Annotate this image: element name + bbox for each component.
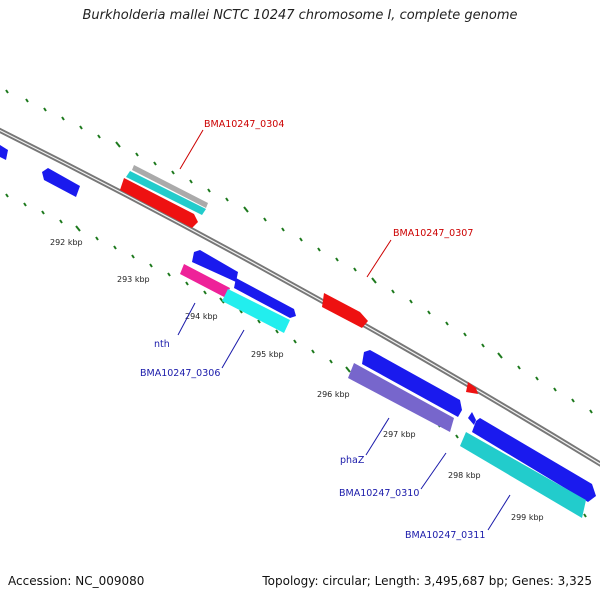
gene-arrow	[192, 250, 238, 282]
gene-arrow	[348, 363, 454, 432]
gene-arrow	[132, 165, 208, 208]
gene-arrow	[234, 278, 296, 318]
gene-labels: BMA10247_0304 BMA10247_0307 nth BMA10247…	[140, 119, 485, 541]
gene-label-bma10247-0311: BMA10247_0311	[405, 530, 485, 541]
gene-arrow	[472, 418, 596, 502]
inner-strand-genes	[180, 250, 596, 518]
accession-text: Accession: NC_009080	[8, 574, 145, 588]
kbp-label: 293 kbp	[117, 275, 150, 284]
kbp-label: 296 kbp	[317, 390, 350, 399]
kbp-label: 294 kbp	[185, 312, 218, 321]
kbp-label: 292 kbp	[50, 238, 83, 247]
gene-arrow	[466, 382, 478, 394]
gene-arrow	[362, 350, 462, 417]
map-title: Burkholderia mallei NCTC 10247 chromosom…	[82, 8, 518, 23]
gene-arrow	[222, 289, 290, 333]
kbp-labels: 292 kbp 293 kbp 294 kbp 295 kbp 296 kbp …	[50, 238, 544, 522]
kbp-label: 295 kbp	[251, 350, 284, 359]
outer-strand-genes	[0, 145, 478, 425]
gene-label-bma10247-0310: BMA10247_0310	[339, 488, 419, 499]
gene-label-bma10247-0307: BMA10247_0307	[393, 228, 473, 239]
outer-tick-ring	[5, 89, 593, 414]
gene-arrow	[42, 168, 80, 197]
gene-label-nth: nth	[154, 339, 170, 350]
gene-arrow	[322, 293, 368, 328]
gene-label-phaz: phaZ	[340, 455, 365, 466]
genome-backbone	[0, 127, 600, 467]
kbp-label: 299 kbp	[511, 513, 544, 522]
gene-arrow	[126, 171, 206, 215]
gene-arrow	[120, 178, 198, 228]
gene-arrow	[468, 412, 476, 425]
kbp-label: 298 kbp	[448, 471, 481, 480]
genome-summary: Topology: circular; Length: 3,495,687 bp…	[262, 574, 592, 588]
kbp-label: 297 kbp	[383, 430, 416, 439]
gene-label-bma10247-0304: BMA10247_0304	[204, 119, 284, 130]
gene-label-bma10247-0306: BMA10247_0306	[140, 368, 220, 379]
gene-arrow	[180, 264, 230, 298]
gene-arrow	[0, 145, 8, 160]
gene-arrow	[460, 432, 586, 518]
leader-lines	[177, 129, 511, 531]
